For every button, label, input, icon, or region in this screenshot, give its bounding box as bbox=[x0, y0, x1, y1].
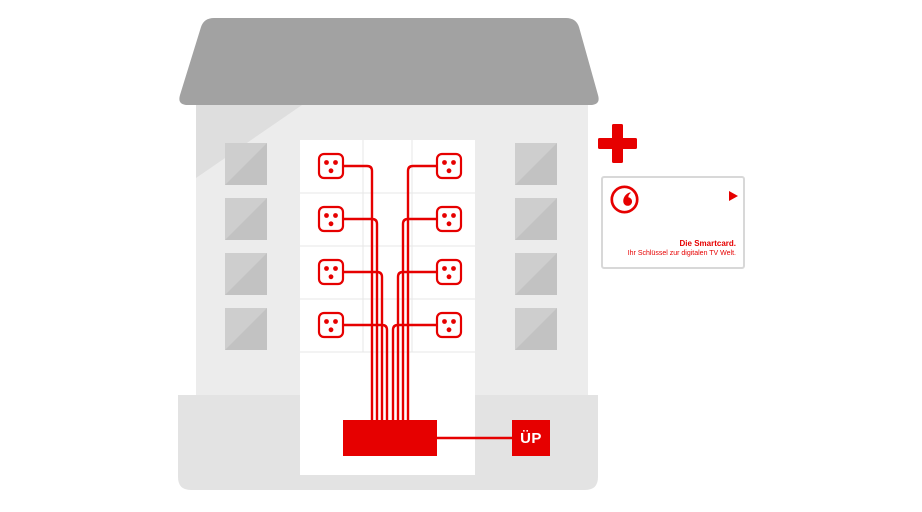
uep-box: ÜP bbox=[512, 420, 550, 456]
cable-outlet-icon bbox=[435, 152, 463, 180]
roof-shadow bbox=[196, 105, 302, 178]
cable-outlet-icon bbox=[435, 205, 463, 233]
transfer-point-box bbox=[343, 420, 437, 456]
cable-line bbox=[396, 270, 439, 422]
window bbox=[515, 198, 557, 240]
smartcard: Die Smartcard. Ihr Schlüssel zur digital… bbox=[601, 176, 745, 269]
cable-outlet-icon bbox=[435, 258, 463, 286]
window bbox=[515, 253, 557, 295]
cable-line bbox=[391, 323, 439, 422]
cable-line bbox=[341, 217, 379, 422]
vodafone-logo-icon bbox=[610, 185, 639, 214]
uep-label: ÜP bbox=[520, 429, 542, 447]
cable-line bbox=[341, 270, 384, 422]
building-roof bbox=[179, 18, 599, 105]
cable-line bbox=[401, 217, 439, 422]
cable-outlet-icon bbox=[435, 311, 463, 339]
cable-lines bbox=[341, 164, 439, 422]
smartcard-title: Die Smartcard. bbox=[679, 238, 736, 248]
cable-outlet-icon bbox=[317, 258, 345, 286]
smartcard-subtitle: Ihr Schlüssel zur digitalen TV Welt. bbox=[627, 249, 736, 257]
cable-line bbox=[341, 323, 389, 422]
smartcard-text: Die Smartcard. Ihr Schlüssel zur digital… bbox=[628, 239, 736, 258]
window bbox=[515, 308, 557, 350]
window bbox=[225, 143, 267, 185]
cable-line bbox=[341, 164, 374, 422]
window bbox=[225, 198, 267, 240]
cable-outlet-icon bbox=[317, 152, 345, 180]
cable-line bbox=[406, 164, 439, 422]
window bbox=[225, 253, 267, 295]
plus-icon bbox=[598, 124, 637, 163]
cable-outlet-icon bbox=[317, 311, 345, 339]
window bbox=[515, 143, 557, 185]
play-arrow-icon bbox=[729, 191, 738, 201]
window bbox=[225, 308, 267, 350]
cable-outlet-icon bbox=[317, 205, 345, 233]
